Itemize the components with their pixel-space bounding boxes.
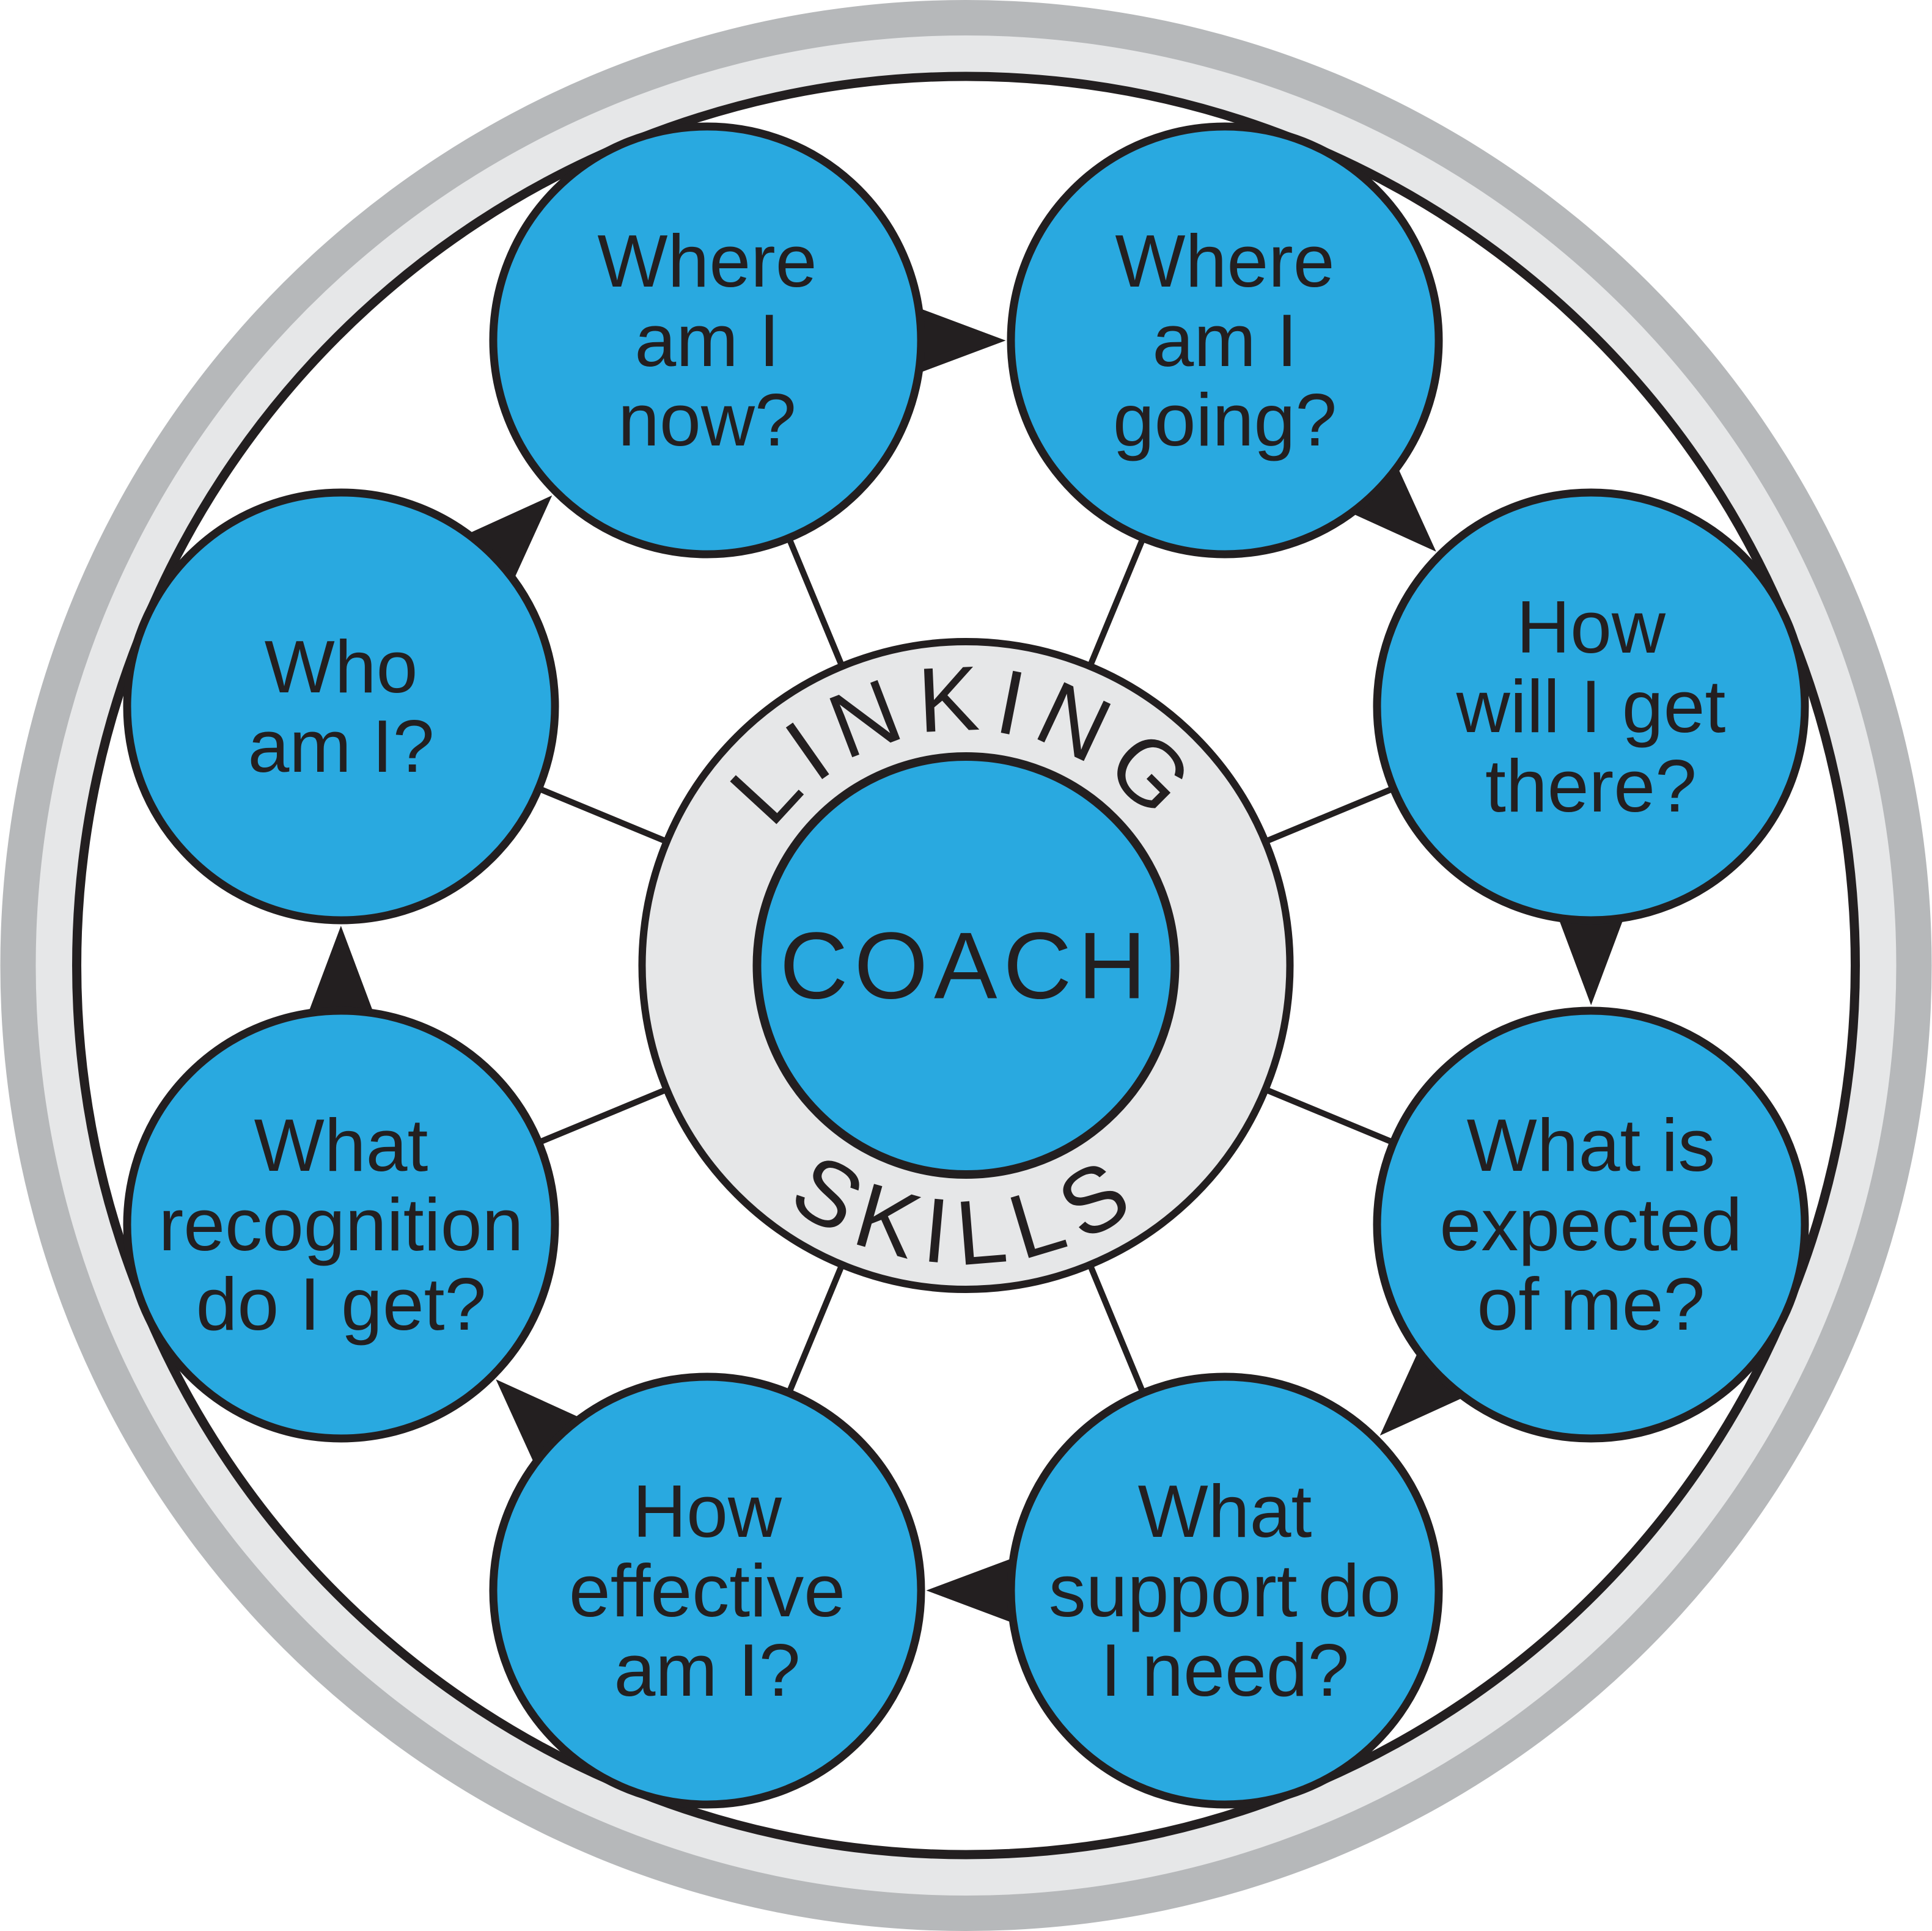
- bubble-circle-who-am-i: [123, 488, 559, 925]
- bubble-circle-what-is-expected-of-me: [1373, 1006, 1809, 1443]
- bubble-circle-what-support-do-i-need: [1007, 1372, 1443, 1809]
- bubble-circle-how-effective-am-i: [489, 1372, 925, 1809]
- hub-center-label: COACH: [780, 913, 1153, 1019]
- hub: LINKING SKILLS COACH: [638, 638, 1294, 1293]
- bubble-circle-how-will-i-get-there: [1373, 488, 1809, 925]
- bubble-circle-where-am-i-going: [1007, 122, 1443, 559]
- bubble-circle-what-recognition-do-i-get: [123, 1006, 559, 1443]
- bubble-circle-where-am-i-now: [489, 122, 925, 559]
- hub-circle: [752, 752, 1180, 1179]
